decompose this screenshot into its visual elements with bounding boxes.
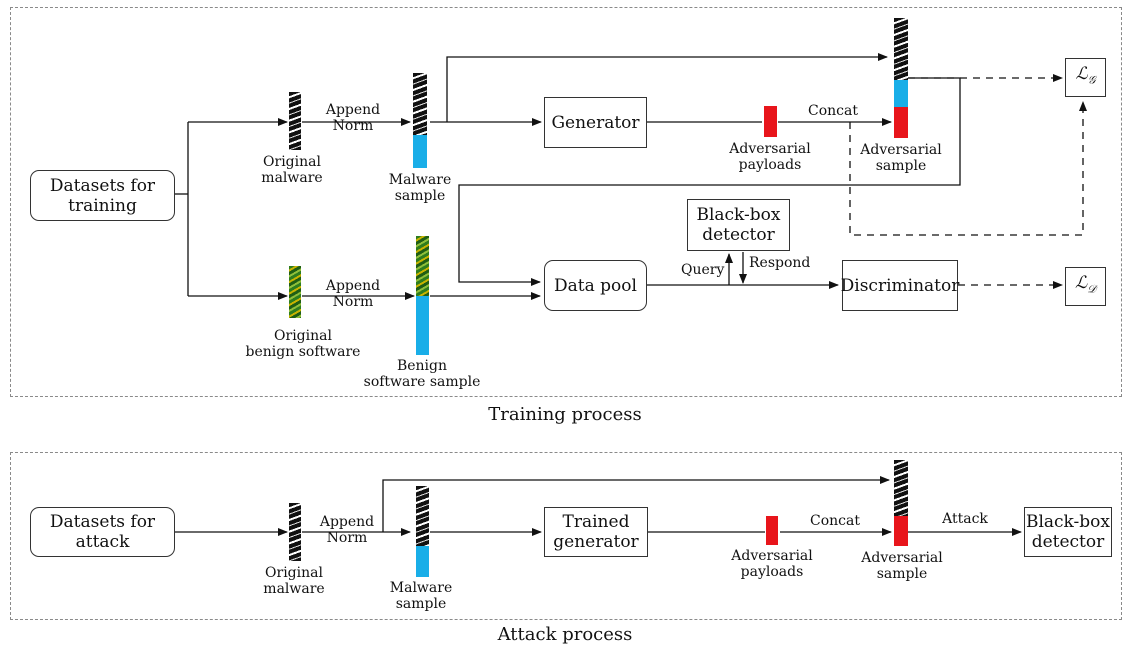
attack-adversarial-payload-vector bbox=[766, 516, 778, 545]
blackbox-detector-training-box: Black-box detector bbox=[687, 199, 790, 251]
datasets-training-box: Datasets for training bbox=[30, 170, 175, 221]
attack-malware-sample-vector-top bbox=[416, 486, 429, 546]
attack-original-malware-vector bbox=[289, 503, 301, 561]
original-benign-vector bbox=[289, 266, 301, 318]
loss-d-symbol: ℒ𝒟 bbox=[1074, 273, 1097, 296]
concat-label: Concat bbox=[808, 103, 858, 119]
malware-sample-label: Malware sample bbox=[388, 172, 452, 204]
attack-malware-sample-label: Malware sample bbox=[389, 580, 453, 612]
attack-malware-sample-vector-pad bbox=[416, 546, 429, 577]
loss-g-box: ℒ𝒢 bbox=[1065, 58, 1106, 97]
datasets-attack-box: Datasets for attack bbox=[30, 507, 175, 557]
arrow-bypass-to-adversarial bbox=[446, 53, 888, 122]
attack-adversarial-sample-vector-top bbox=[894, 460, 908, 516]
attack-label: Attack bbox=[942, 511, 988, 527]
generator-box: Generator bbox=[544, 97, 647, 148]
original-malware-vector bbox=[289, 92, 301, 150]
adversarial-sample-label: Adversarial sample bbox=[860, 142, 942, 174]
data-pool-box: Data pool bbox=[544, 260, 647, 311]
dashed-arrow-payloads-to-loss-g bbox=[849, 101, 1087, 236]
benign-sample-vector-pad bbox=[416, 296, 429, 355]
attack-adversarial-payloads-label: Adversarial payloads bbox=[731, 548, 813, 580]
original-malware-label: Original malware bbox=[261, 154, 323, 186]
attack-caption: Attack process bbox=[497, 624, 633, 645]
append-norm-top-label: Append Norm bbox=[325, 102, 381, 134]
append-norm-bottom-label: Append Norm bbox=[325, 278, 381, 310]
adversarial-sample-vector-pad bbox=[894, 80, 908, 107]
respond-label: Respond bbox=[749, 255, 811, 271]
attack-adversarial-sample-vector-payload bbox=[894, 516, 908, 546]
training-frame bbox=[10, 7, 1122, 397]
attack-concat-label: Concat bbox=[810, 513, 860, 529]
benign-sample-label: Benign software sample bbox=[363, 358, 481, 390]
original-benign-label: Original benign software bbox=[245, 328, 361, 360]
adversarial-payloads-label: Adversarial payloads bbox=[729, 141, 811, 173]
attack-adversarial-sample-label: Adversarial sample bbox=[861, 550, 943, 582]
attack-frame bbox=[10, 452, 1122, 620]
trained-generator-box: Trained generator bbox=[544, 507, 648, 557]
adversarial-sample-vector-payload bbox=[894, 107, 908, 138]
loss-g-symbol: ℒ𝒢 bbox=[1075, 64, 1096, 87]
adversarial-sample-vector-top bbox=[894, 18, 908, 80]
malware-sample-vector-pad bbox=[413, 135, 427, 168]
attack-original-malware-label: Original malware bbox=[263, 565, 325, 597]
malware-sample-vector-top bbox=[413, 73, 427, 135]
adversarial-payload-vector bbox=[764, 106, 777, 137]
arrow-attack-bypass bbox=[382, 476, 890, 532]
query-label: Query bbox=[681, 262, 725, 278]
discriminator-box: Discriminator bbox=[841, 260, 959, 311]
blackbox-detector-attack-box: Black-box detector bbox=[1024, 507, 1112, 557]
arrow-adversarial-to-pool bbox=[458, 77, 961, 286]
training-caption: Training process bbox=[488, 404, 642, 425]
attack-append-norm-label: Append Norm bbox=[319, 514, 375, 546]
loss-d-box: ℒ𝒟 bbox=[1065, 267, 1106, 306]
benign-sample-vector-top bbox=[416, 236, 429, 296]
